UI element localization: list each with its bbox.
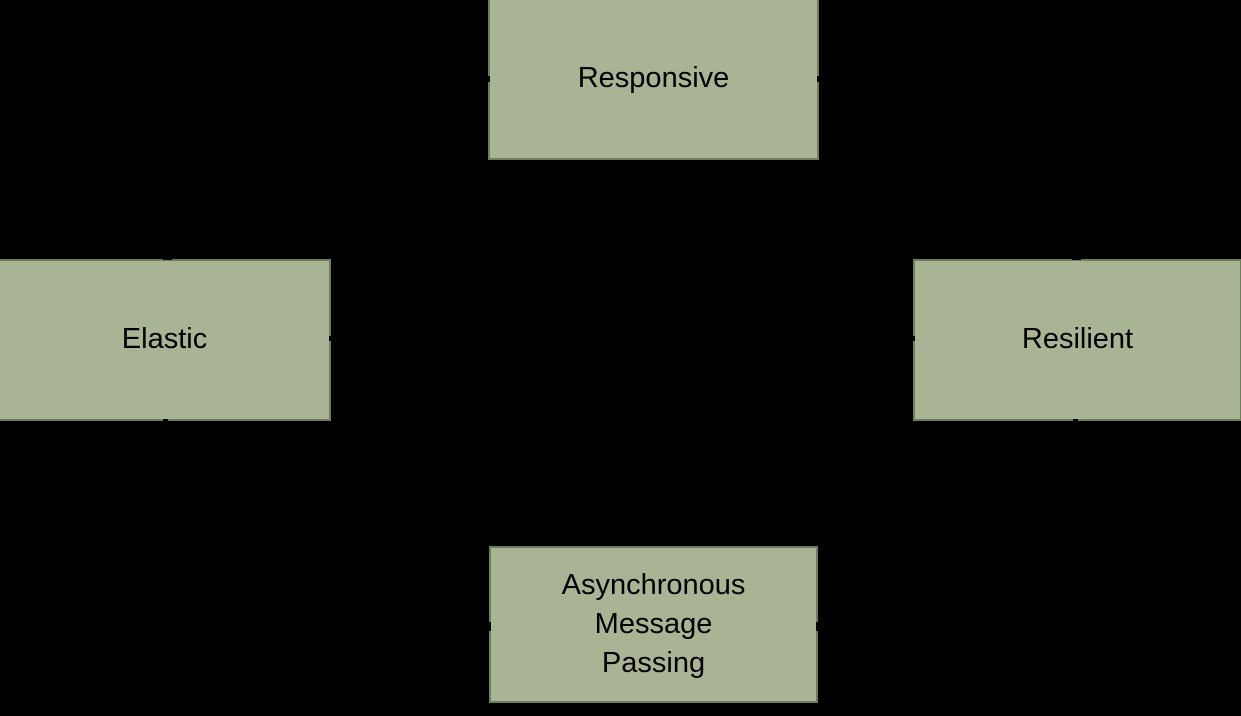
connector-stub-async-right (816, 622, 820, 631)
node-async-message-passing: Asynchronous Message Passing (489, 546, 818, 703)
node-resilient-label: Resilient (1021, 323, 1134, 356)
connector-stub-elastic-bottom (163, 419, 168, 423)
connector-stub-resilient-top (1072, 256, 1081, 260)
connector-stub-elastic-top (163, 256, 172, 260)
connector-stub-async-left (487, 622, 491, 631)
node-elastic-label: Elastic (121, 323, 208, 356)
connector-stub-resilient-left (911, 336, 915, 341)
node-responsive: Responsive (488, 0, 819, 160)
connector-stub-responsive-right (817, 76, 821, 82)
node-elastic: Elastic (0, 259, 331, 421)
node-responsive-label: Responsive (577, 62, 730, 95)
connector-stub-responsive-left (486, 76, 490, 82)
node-resilient: Resilient (913, 259, 1241, 421)
connector-stub-elastic-right (329, 336, 333, 341)
node-async-message-passing-label: Asynchronous Message Passing (561, 568, 746, 680)
connector-stub-resilient-bottom (1073, 419, 1078, 423)
